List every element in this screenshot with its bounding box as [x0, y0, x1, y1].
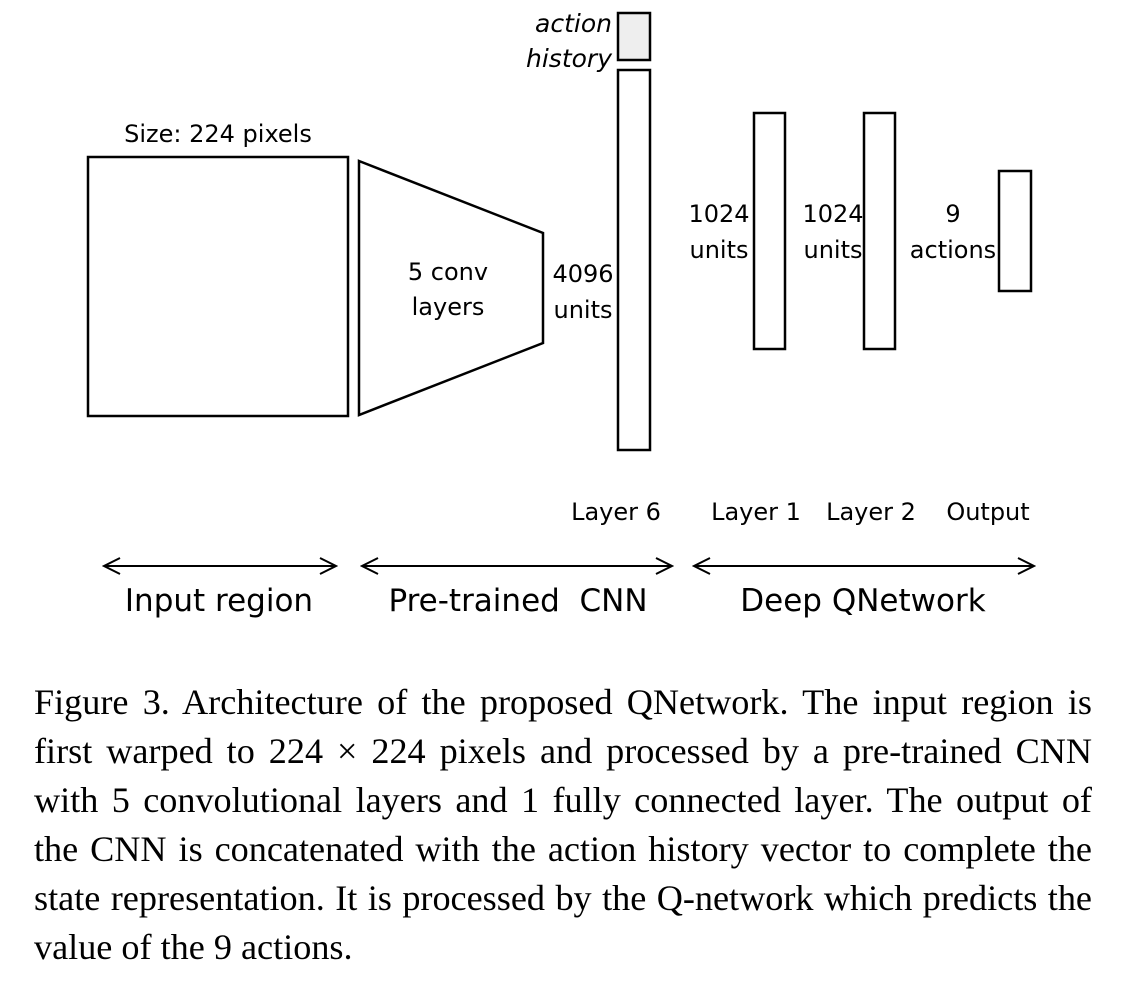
architecture-diagram: Size: 224 pixels 5 conv layers 4096 unit…: [86, 9, 1127, 619]
dqn-layer2-label: Layer 2: [826, 498, 916, 526]
dqn-layer1-units-line2: units: [689, 236, 748, 264]
dqn-layer2-units-line2: units: [803, 236, 862, 264]
dqn-layer2-bar: [862, 111, 897, 351]
conv-label-line2: layers: [412, 293, 485, 321]
input-size-label: Size: 224 pixels: [124, 120, 312, 148]
fc6-units-line1: 4096: [552, 260, 613, 288]
section-cnn-label: Pre-trained CNN: [388, 583, 647, 619]
conv-label-line1: 5 conv: [408, 258, 488, 286]
fc6-units-line2: units: [553, 296, 612, 324]
figure-caption: Figure 3. Architecture of the proposed Q…: [34, 682, 1092, 967]
output-bar: [997, 169, 1033, 293]
dqn-layer2-units-line1: 1024: [802, 200, 863, 228]
action-history-label-line1: action: [535, 9, 612, 38]
dqn-layer1-units-line1: 1024: [688, 200, 749, 228]
dqn-layer1-label: Layer 1: [711, 498, 801, 526]
output-units-line2: actions: [910, 236, 996, 264]
conv-layers-trapezoid: [357, 159, 545, 417]
dqn-layer1-bar: [752, 111, 787, 351]
section-input-label: Input region: [125, 583, 313, 619]
layer6-label: Layer 6: [571, 498, 661, 526]
output-label: Output: [946, 498, 1029, 526]
output-units-line1: 9: [945, 200, 960, 228]
action-history-label-line2: history: [526, 44, 613, 73]
input-region-box: [86, 155, 350, 418]
section-dqn-label: Deep QNetwork: [740, 583, 985, 619]
action-history-box: [616, 11, 652, 62]
layer6-bar: [616, 68, 652, 452]
